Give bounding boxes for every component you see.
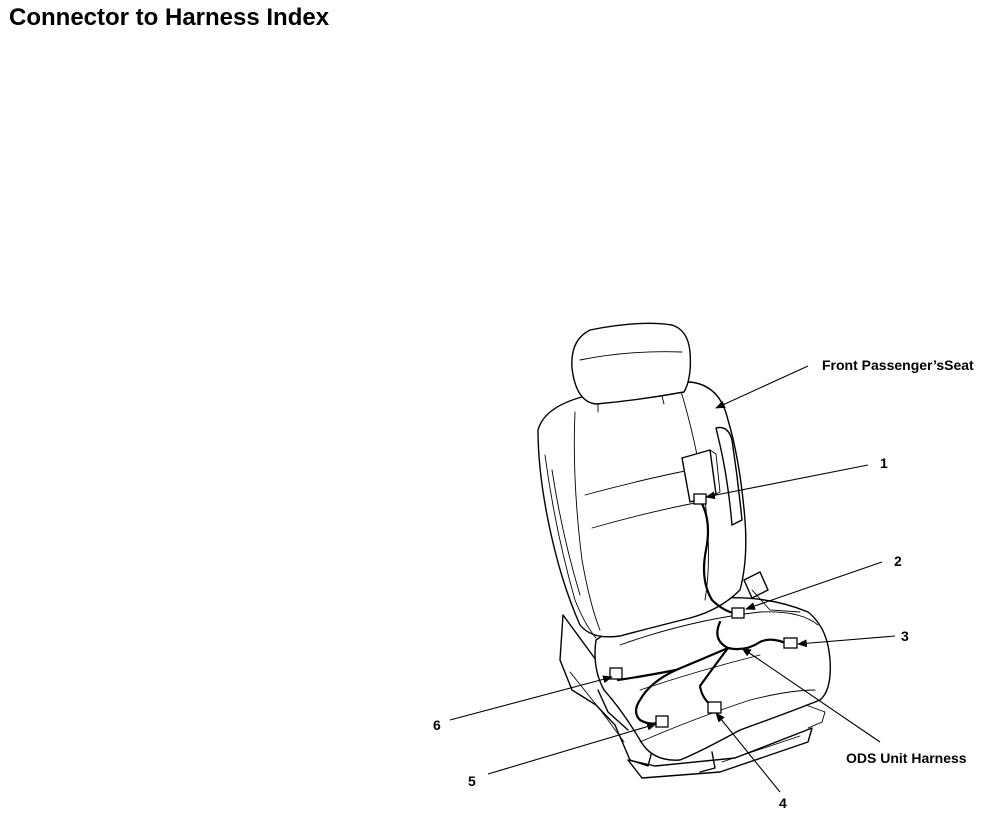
leader-1 xyxy=(705,464,869,500)
leader-2 xyxy=(745,561,883,610)
connector-3-body xyxy=(783,637,798,649)
seat-back xyxy=(537,381,747,638)
connector-1-body xyxy=(693,493,707,505)
connector-5-body xyxy=(655,715,669,728)
page-title: Connector to Harness Index xyxy=(9,4,330,31)
seat-rail xyxy=(627,727,813,779)
subject-label: Front Passenger’sSeat xyxy=(822,357,974,373)
leader-subject xyxy=(715,365,809,409)
leader-lines xyxy=(449,365,896,793)
connector-6-label: 6 xyxy=(433,717,441,733)
headrest xyxy=(571,322,692,405)
seat-illustration xyxy=(537,322,831,779)
leader-4 xyxy=(715,712,781,793)
leader-harness xyxy=(741,647,881,743)
connector-6-body xyxy=(609,667,623,680)
connector-4-body xyxy=(707,701,722,714)
connector-5-label: 5 xyxy=(468,773,476,789)
connector-4-label: 4 xyxy=(779,795,787,811)
connector-3-label: 3 xyxy=(901,628,909,644)
connector-1-label: 1 xyxy=(880,455,888,471)
connector-2-label: 2 xyxy=(894,553,902,569)
callout-labels: Front Passenger’sSeat ODS Unit Harness 1… xyxy=(433,357,974,811)
connector-2-body xyxy=(731,607,745,619)
leader-6 xyxy=(449,675,613,721)
leader-3 xyxy=(797,635,896,648)
leader-5 xyxy=(487,722,657,775)
connectors xyxy=(609,493,798,728)
harness-label: ODS Unit Harness xyxy=(846,750,967,766)
